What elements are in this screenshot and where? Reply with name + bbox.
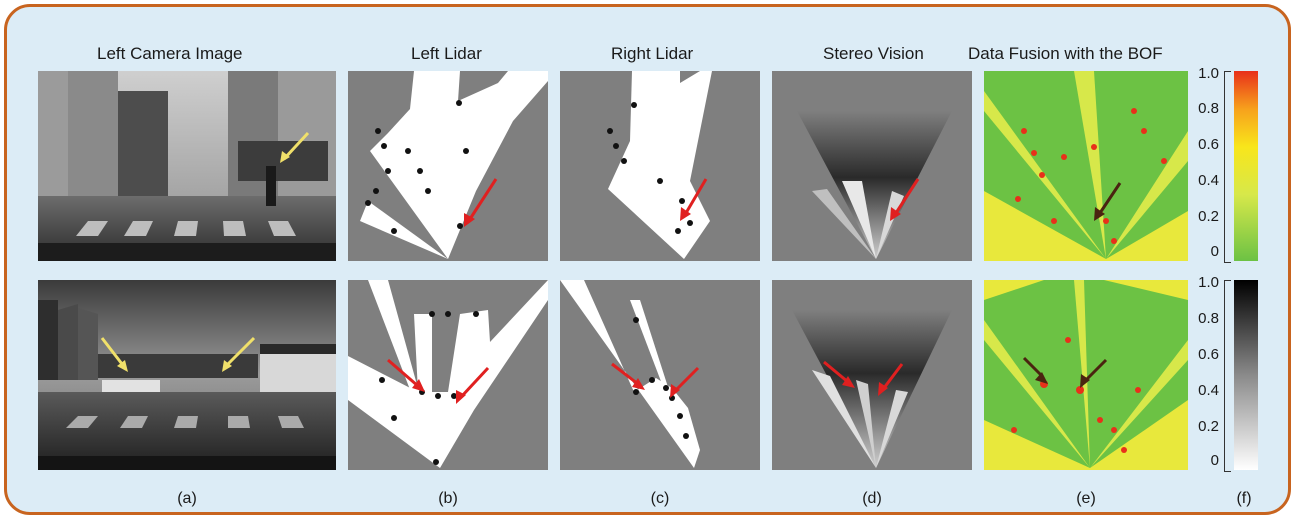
stereo-vision-top <box>772 71 972 261</box>
colorbar-bottom-tick: 0.2 <box>1198 418 1219 435</box>
colorbar-top-tick: 0.8 <box>1198 100 1219 117</box>
caption-d: (d) <box>862 490 882 507</box>
header-stereo-vision: Stereo Vision <box>823 44 924 63</box>
stereo-vision-bottom <box>772 280 972 470</box>
colorbar-bottom <box>1234 280 1258 470</box>
data-fusion-top <box>984 71 1188 261</box>
caption-b: (b) <box>438 490 458 507</box>
header-left-camera-image: Left Camera Image <box>97 44 243 63</box>
colorbar-bottom-bracket <box>1224 280 1231 472</box>
caption-e: (e) <box>1076 490 1096 507</box>
colorbar-bottom-tick: 0 <box>1210 452 1219 469</box>
colorbar-top-tick: 0 <box>1210 243 1219 260</box>
header-right-lidar: Right Lidar <box>611 44 694 63</box>
camera-image-top <box>38 71 336 261</box>
colorbar-top-tick: 0.2 <box>1198 208 1219 225</box>
colorbar-bottom-tick: 0.6 <box>1198 346 1219 363</box>
caption-c: (c) <box>650 490 670 507</box>
colorbar-top-bracket <box>1224 71 1231 263</box>
colorbar-top <box>1234 71 1258 261</box>
colorbar-top-tick: 1.0 <box>1198 65 1219 82</box>
right-lidar-bottom <box>560 280 760 470</box>
colorbar-bottom-tick: 0.4 <box>1198 382 1219 399</box>
right-lidar-top <box>560 71 760 261</box>
caption-f: (f) <box>1236 490 1252 507</box>
caption-a: (a) <box>177 490 197 507</box>
left-lidar-bottom <box>348 280 548 470</box>
left-lidar-top <box>348 71 548 261</box>
colorbar-top-tick: 0.4 <box>1198 172 1219 189</box>
header-data-fusion: Data Fusion with the BOF <box>968 44 1163 63</box>
colorbar-bottom-tick: 1.0 <box>1198 274 1219 291</box>
header-left-lidar: Left Lidar <box>411 44 482 63</box>
colorbar-top-tick: 0.6 <box>1198 136 1219 153</box>
camera-image-bottom <box>38 280 336 470</box>
data-fusion-bottom <box>984 280 1188 470</box>
colorbar-bottom-tick: 0.8 <box>1198 310 1219 327</box>
